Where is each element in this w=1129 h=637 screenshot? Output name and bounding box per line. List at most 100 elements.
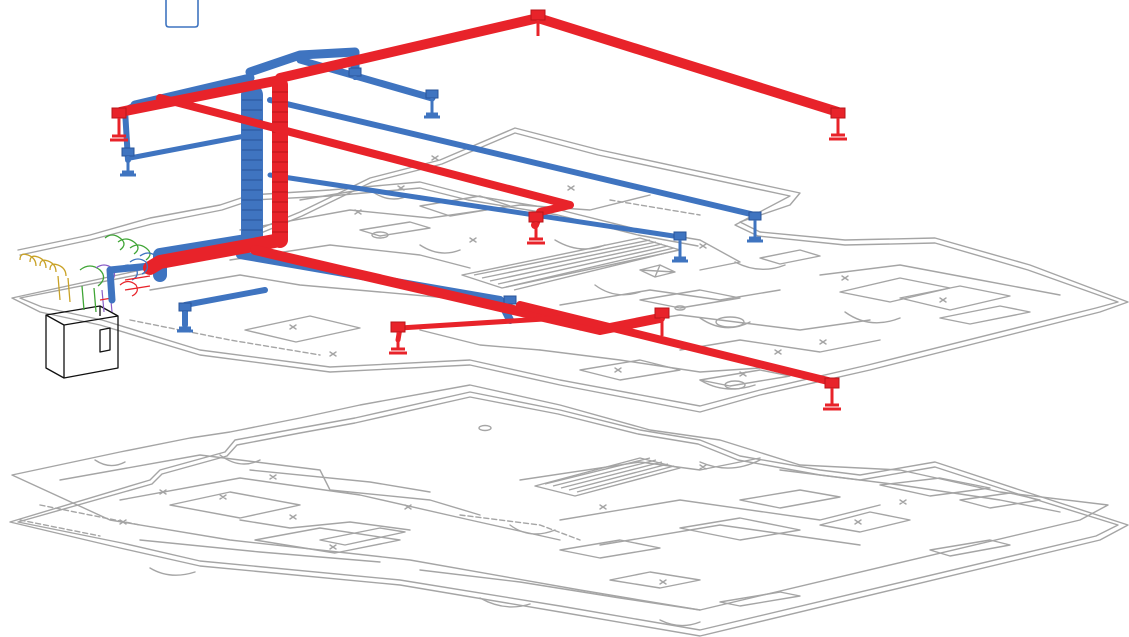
lower-band-wall bbox=[11, 384, 1109, 611]
lower-room bbox=[169, 491, 301, 519]
upper-staircase bbox=[461, 237, 681, 291]
upper-band-wall bbox=[19, 187, 699, 256]
upper-door-swing bbox=[554, 239, 606, 250]
upper-round-fixture bbox=[674, 305, 686, 311]
upper-outer-wall-inner bbox=[19, 132, 1119, 407]
return-branch-lower-left[interactable] bbox=[182, 287, 268, 328]
supply-register-icon[interactable] bbox=[654, 307, 670, 336]
upper-room bbox=[244, 315, 361, 343]
upper-door-swing bbox=[594, 284, 641, 296]
lower-floor-drain bbox=[478, 424, 492, 432]
return-trunk-hatch bbox=[242, 99, 262, 231]
lower-door-swing bbox=[149, 567, 196, 576]
return-branch-lower-right[interactable] bbox=[236, 251, 514, 324]
lower-room bbox=[719, 591, 801, 607]
upper-partition bbox=[539, 349, 761, 373]
upper-partition bbox=[819, 264, 1061, 296]
hvac-unit-box-icon[interactable] bbox=[45, 305, 119, 379]
lower-door-swing bbox=[219, 454, 261, 465]
upper-door-swing bbox=[699, 379, 756, 390]
lower-partition bbox=[599, 524, 861, 546]
lower-room bbox=[879, 477, 991, 497]
upper-door-swing bbox=[699, 317, 751, 329]
lower-partition bbox=[419, 569, 701, 611]
flex-connector-yellow bbox=[19, 253, 71, 303]
plan-floor-upper bbox=[11, 127, 1129, 413]
return-grille-icon[interactable] bbox=[120, 147, 136, 177]
supply-trunk-lower[interactable] bbox=[143, 233, 287, 275]
supply-branch-to-left-register[interactable] bbox=[395, 315, 563, 343]
upper-fixture-marker bbox=[289, 155, 947, 377]
lower-room bbox=[819, 511, 911, 533]
lower-door-swing bbox=[699, 459, 761, 469]
lower-staircase bbox=[534, 457, 681, 497]
upper-partition bbox=[679, 339, 881, 353]
return-grille-icon[interactable] bbox=[348, 67, 362, 80]
lower-partition bbox=[59, 454, 481, 516]
return-grille-icon[interactable] bbox=[424, 89, 440, 119]
upper-outer-wall bbox=[11, 127, 1129, 413]
upper-round-fixture bbox=[715, 316, 745, 328]
upper-detail-line bbox=[129, 199, 701, 356]
return-branch-left-lower[interactable] bbox=[127, 132, 253, 161]
upper-door-swing bbox=[419, 244, 461, 254]
lower-outer-wall-inner bbox=[17, 396, 1119, 631]
upper-room bbox=[759, 249, 821, 265]
return-branch-diagonal-right[interactable] bbox=[267, 97, 758, 218]
upper-room bbox=[699, 369, 791, 387]
upper-room bbox=[579, 359, 681, 381]
unit-plenum-connectors bbox=[119, 252, 157, 291]
lower-room bbox=[609, 571, 701, 589]
upper-door-swing bbox=[734, 261, 786, 270]
upper-room bbox=[839, 277, 951, 303]
lower-detail-line bbox=[19, 504, 581, 541]
lower-outer-wall bbox=[9, 391, 1129, 637]
supply-duct-network[interactable] bbox=[110, 9, 847, 411]
lower-door-swing bbox=[659, 619, 701, 627]
supply-branch-far-right[interactable] bbox=[516, 301, 836, 386]
supply-branch-lower-right[interactable] bbox=[250, 245, 665, 335]
square-marker-icon[interactable] bbox=[165, 0, 199, 28]
upper-band-wall bbox=[17, 181, 741, 271]
supply-register-icon[interactable] bbox=[389, 321, 407, 355]
flex-connector-red-small bbox=[99, 280, 138, 301]
lower-door-swing bbox=[94, 459, 126, 467]
return-grille-icon[interactable] bbox=[747, 211, 763, 243]
supply-register-icon[interactable] bbox=[110, 107, 128, 142]
lower-door-swing bbox=[479, 597, 531, 608]
lower-room bbox=[319, 527, 406, 546]
upper-door-swing bbox=[844, 311, 901, 324]
supply-register-icon[interactable] bbox=[823, 377, 841, 411]
lower-partition bbox=[249, 469, 431, 493]
upper-room bbox=[899, 285, 1011, 311]
upper-room bbox=[939, 305, 1031, 325]
supply-main-top-left[interactable] bbox=[115, 75, 285, 117]
return-grille-icon[interactable] bbox=[672, 231, 688, 263]
lower-room bbox=[679, 517, 801, 541]
lower-room bbox=[739, 489, 841, 509]
lower-room bbox=[959, 492, 1041, 509]
upper-round-fixture bbox=[724, 380, 746, 390]
upper-partition bbox=[419, 329, 541, 351]
return-grille-icon[interactable] bbox=[177, 302, 193, 333]
supply-main-top-right[interactable] bbox=[275, 13, 843, 117]
upper-room bbox=[639, 289, 741, 309]
upper-partition bbox=[149, 274, 471, 301]
lower-partition bbox=[779, 469, 1061, 513]
lower-room bbox=[929, 539, 1011, 557]
lower-room bbox=[559, 539, 661, 559]
lower-partition bbox=[559, 499, 881, 521]
supply-register-icon[interactable] bbox=[829, 107, 847, 141]
lower-partition bbox=[519, 457, 761, 481]
lower-door-swing bbox=[509, 524, 556, 535]
flex-connector-green bbox=[79, 234, 151, 313]
upper-round-fixture bbox=[371, 231, 389, 239]
return-branch-diagonal-mid[interactable] bbox=[267, 172, 683, 240]
upper-room bbox=[419, 195, 511, 217]
supply-register-icon[interactable] bbox=[527, 211, 545, 245]
plan-floor-lower bbox=[9, 384, 1129, 637]
lower-room bbox=[254, 527, 401, 554]
supply-register-icon[interactable] bbox=[530, 9, 546, 36]
